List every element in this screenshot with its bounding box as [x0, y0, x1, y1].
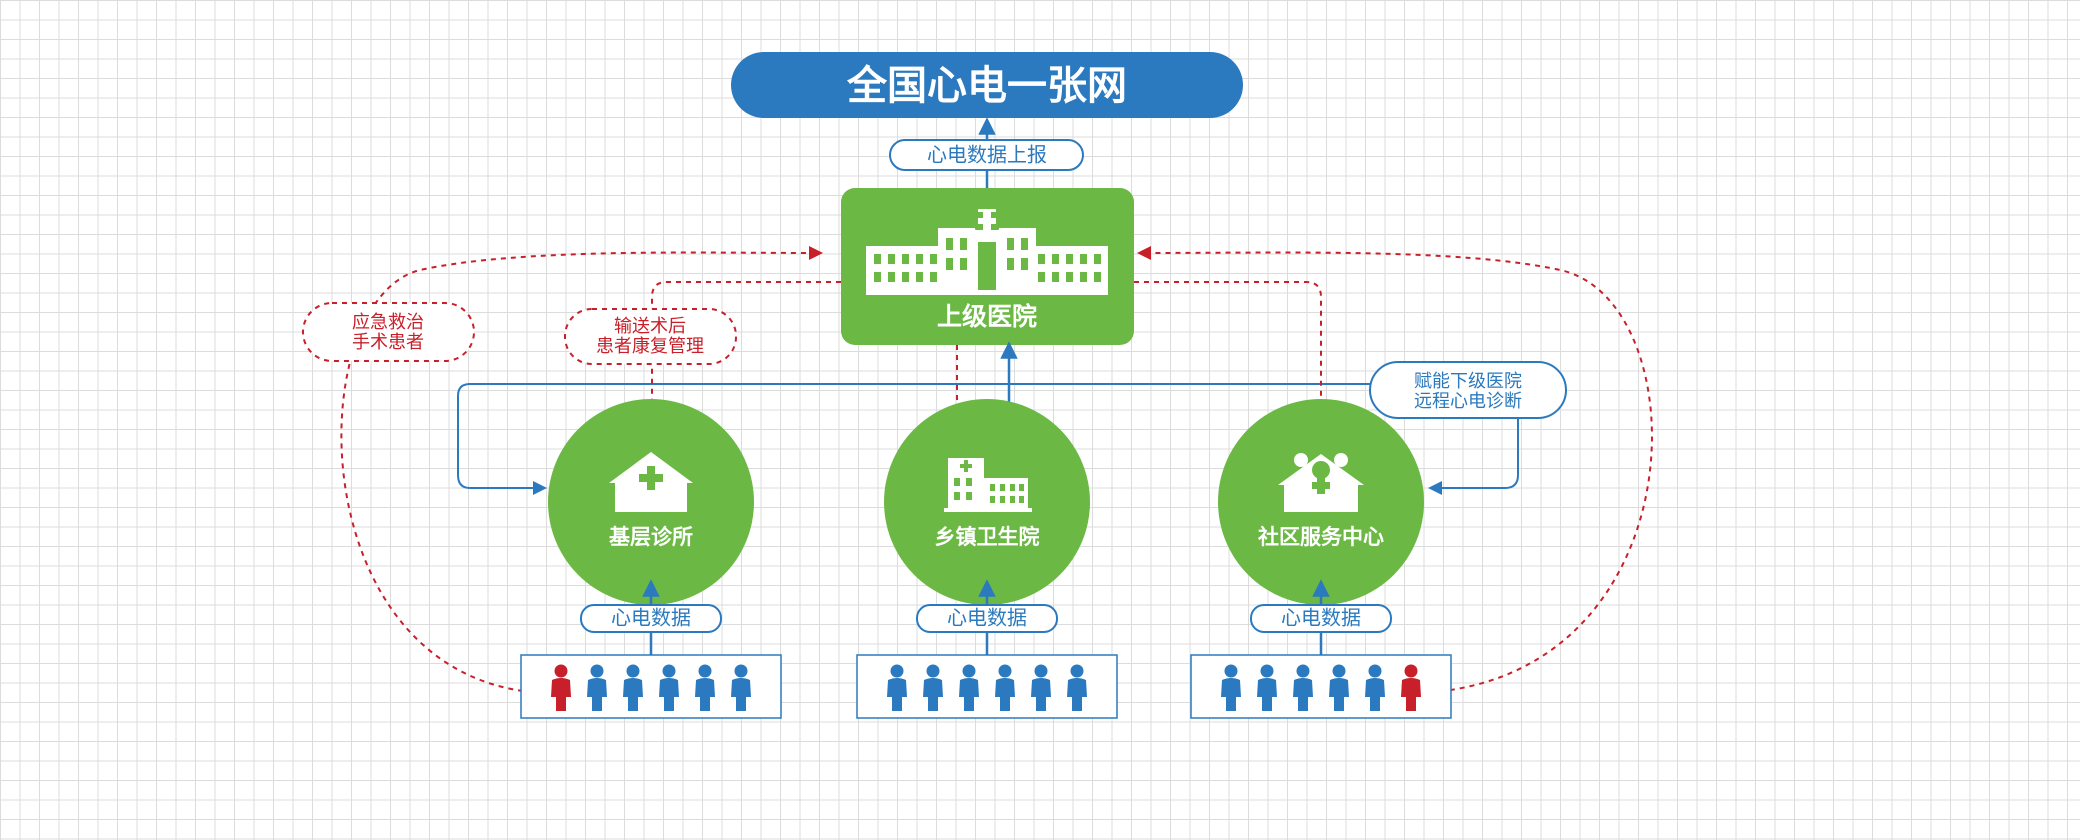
house-cross-icon [609, 452, 693, 512]
ecg-link-clinic: 心电数据 [580, 579, 722, 655]
clinic-label: 基层诊所 [609, 525, 693, 549]
township-label: 乡镇卫生院 [935, 525, 1040, 549]
empower-note: 赋能下级医院 远程心电诊断 [1369, 361, 1567, 419]
people-group-community [1190, 654, 1452, 719]
top-hospital-label: 上级医院 [937, 302, 1037, 331]
emergency-path-right [1137, 245, 1653, 694]
ecg-link-community: 心电数据 [1250, 579, 1392, 655]
top-hospital-box: 上级医院 [841, 188, 1134, 345]
ecg-link-township: 心电数据 [916, 579, 1058, 655]
report-label-pill: 心电数据上报 [889, 139, 1084, 171]
rehab-note-line1: 输送术后 [614, 316, 686, 337]
ecg-label-township: 心电数据 [947, 606, 1027, 630]
emergency-note-line1: 应急救治 [352, 312, 424, 333]
community-dashed [1134, 281, 1328, 432]
rehab-note-line2: 患者康复管理 [596, 336, 704, 357]
page-title: 全国心电一张网 [846, 63, 1127, 109]
report-label: 心电数据上报 [927, 143, 1047, 167]
emergency-note-line2: 手术患者 [352, 332, 424, 353]
people-group-township [856, 654, 1118, 719]
empower-note-line2: 远程心电诊断 [1414, 391, 1522, 412]
community-label: 社区服务中心 [1257, 525, 1384, 549]
empower-line-left [457, 383, 1370, 495]
title-banner: 全国心电一张网 [731, 52, 1243, 118]
empower-line-right [1428, 412, 1519, 495]
small-hospital-icon [944, 458, 1032, 512]
community-people-icon [1278, 453, 1364, 512]
township-node: 乡镇卫生院 [884, 399, 1090, 605]
rehab-path [645, 281, 841, 432]
emergency-path-left [340, 245, 823, 694]
people-group-clinic [520, 654, 782, 719]
ecg-label-clinic: 心电数据 [611, 606, 691, 630]
ecg-label-community: 心电数据 [1281, 606, 1361, 630]
emergency-note: 应急救治 手术患者 [302, 302, 475, 362]
clinic-node: 基层诊所 [548, 399, 754, 605]
empower-note-line1: 赋能下级医院 [1414, 371, 1522, 392]
rehab-note: 输送术后 患者康复管理 [564, 308, 737, 365]
hospital-building-icon [866, 209, 1108, 295]
community-node: 社区服务中心 [1218, 399, 1424, 605]
